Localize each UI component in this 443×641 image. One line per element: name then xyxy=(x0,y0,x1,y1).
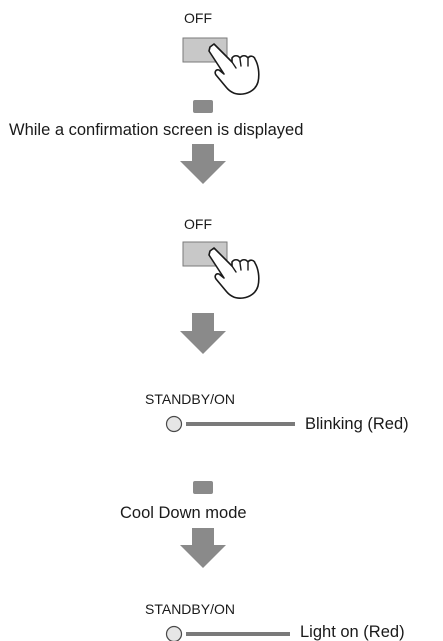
indicator-status-2: Light on (Red) xyxy=(300,623,405,641)
standby-on-label-1: STANDBY/ON xyxy=(145,391,235,407)
pointing-hand-icon xyxy=(208,247,260,299)
off-button-label-2: OFF xyxy=(184,216,212,232)
status-leader-line xyxy=(186,422,295,426)
indicator-status-1: Blinking (Red) xyxy=(305,415,409,433)
down-arrow-icon xyxy=(193,481,213,494)
indicator-lamp-icon xyxy=(165,625,183,641)
down-arrow-icon xyxy=(180,313,226,354)
cool-down-note: Cool Down mode xyxy=(120,504,247,522)
status-leader-line xyxy=(186,632,290,636)
off-button-label-1: OFF xyxy=(184,10,212,26)
standby-on-label-2: STANDBY/ON xyxy=(145,601,235,617)
confirmation-note: While a confirmation screen is displayed xyxy=(9,121,303,139)
indicator-lamp-icon xyxy=(165,415,183,433)
pointing-hand-icon xyxy=(208,43,260,95)
down-arrow-icon xyxy=(193,100,213,113)
down-arrow-icon xyxy=(180,144,226,184)
down-arrow-icon xyxy=(180,528,226,568)
